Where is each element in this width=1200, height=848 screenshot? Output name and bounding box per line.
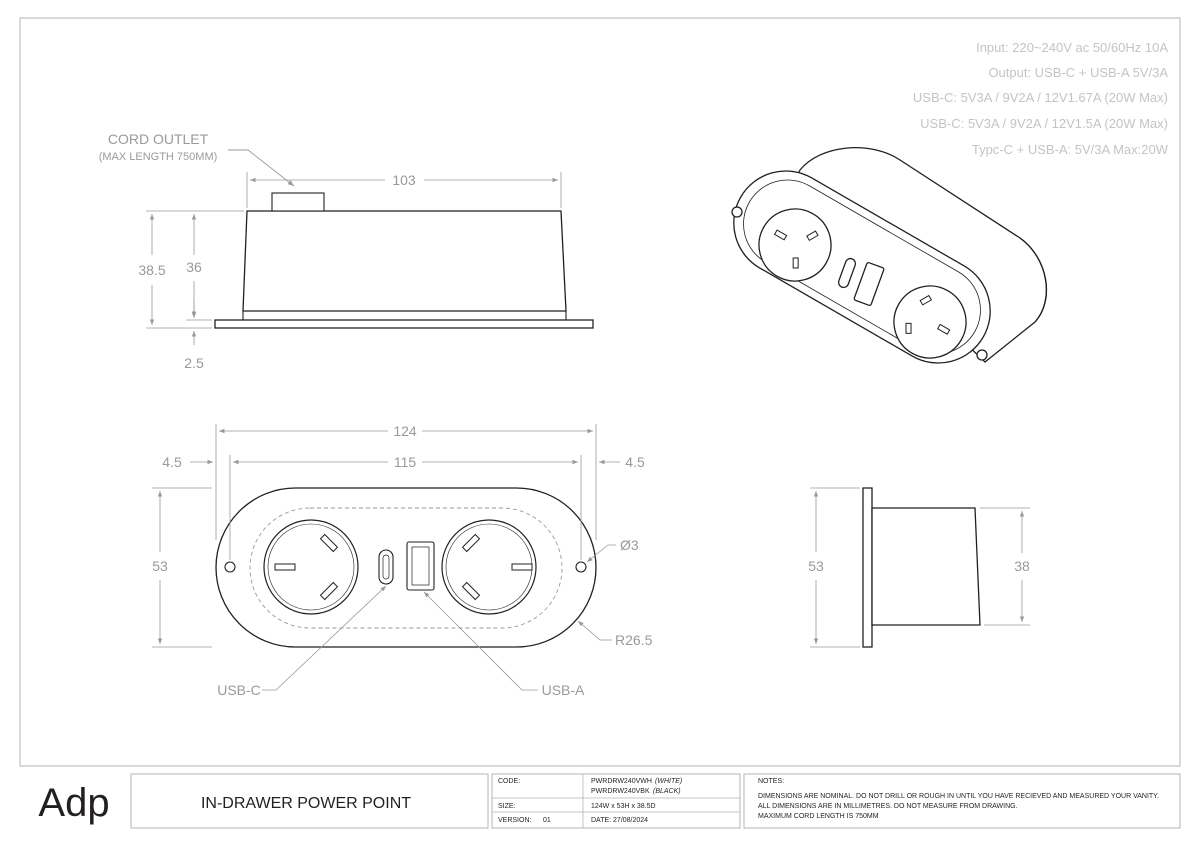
note-3: MAXIMUM CORD LENGTH IS 750MM	[758, 813, 879, 820]
spec-output: Output: USB-C + USB-A 5V/3A	[988, 65, 1168, 80]
size-label: SIZE:	[498, 803, 516, 810]
code-black-note: (BLACK)	[653, 788, 681, 795]
iso-socket-right	[893, 285, 967, 359]
code-black: PWRDRW240VBK	[591, 788, 650, 795]
front-hole-dim: Ø3	[620, 537, 639, 553]
end-height-inner-dim: 38	[1014, 558, 1030, 574]
iso-screw-hole-right	[976, 349, 988, 361]
front-view: 124 115 4.5 4.5 53 Ø3 R26.5 USB-C USB-A	[152, 423, 653, 698]
cord-outlet-note: (MAX LENGTH 750MM)	[99, 151, 218, 163]
note-1: DIMENSIONS ARE NOMINAL. DO NOT DRILL OR …	[758, 793, 1159, 800]
date-value: DATE: 27/08/2024	[591, 817, 648, 824]
cord-outlet-bump	[271, 192, 325, 212]
side-body-outline	[242, 210, 567, 312]
iso-usb-a-port	[853, 262, 885, 306]
info-box	[491, 773, 741, 829]
side-width-dim: 103	[392, 172, 416, 188]
front-screw-hole-right	[575, 561, 587, 573]
title-box	[130, 773, 489, 829]
iso-screw-hole-left	[731, 206, 743, 218]
iso-usb-c-port	[837, 257, 857, 289]
front-left-margin-dim: 4.5	[162, 454, 182, 470]
version-value: 01	[543, 817, 551, 824]
spec-input: Input: 220~240V ac 50/60Hz 10A	[976, 40, 1168, 55]
front-screw-hole-left	[224, 561, 236, 573]
front-body-hidden-outline	[249, 507, 563, 629]
spec-combined: Typc-C + USB-A: 5V/3A Max:20W	[972, 142, 1169, 157]
front-socket-right	[441, 519, 537, 615]
socket-left-earth-pin	[274, 563, 296, 571]
side-view: CORD OUTLET (MAX LENGTH 750MM) 103 38.5 …	[99, 131, 594, 371]
spec-usbc-1: USB-C: 5V3A / 9V2A / 12V1.67A (20W Max)	[913, 90, 1168, 105]
iso-socket-left	[758, 208, 832, 282]
front-radius-dim: R26.5	[615, 632, 653, 648]
notes-label: NOTES:	[758, 778, 784, 785]
isometric-view	[731, 147, 1048, 364]
side-height-inner-dim: 36	[186, 259, 202, 275]
drawing-border	[19, 17, 1181, 767]
code-label: CODE:	[498, 778, 520, 785]
side-flange	[214, 319, 594, 329]
end-view: 53 38	[808, 487, 1030, 648]
title-block: Adp IN-DRAWER POWER POINT CODE: PWRDRW24…	[38, 773, 1181, 829]
end-body	[871, 507, 981, 626]
end-flange	[862, 487, 873, 648]
side-height-outer-dim: 38.5	[138, 262, 165, 278]
front-right-margin-dim: 4.5	[625, 454, 645, 470]
front-inner-width-dim: 115	[394, 454, 417, 470]
front-height-dim: 53	[152, 558, 168, 574]
usb-c-label: USB-C	[217, 682, 261, 698]
usb-a-label: USB-A	[542, 682, 585, 698]
size-value: 124W x 53H x 38.5D	[591, 803, 656, 810]
front-usb-c-port	[378, 549, 394, 585]
drawing-title: IN-DRAWER POWER POINT	[201, 795, 411, 812]
logo: Adp	[38, 781, 109, 825]
socket-right-neutral-pin	[461, 581, 481, 601]
note-2: ALL DIMENSIONS ARE IN MILLIMETRES. DO NO…	[758, 803, 1018, 810]
socket-right-active-pin	[461, 533, 481, 553]
cord-outlet-label: CORD OUTLET	[108, 131, 209, 147]
spec-block: Input: 220~240V ac 50/60Hz 10A Output: U…	[913, 40, 1169, 157]
socket-right-earth-pin	[511, 563, 533, 571]
notes-box	[743, 773, 1181, 829]
version-label: VERSION:	[498, 817, 532, 824]
socket-left-neutral-pin	[319, 581, 339, 601]
front-socket-left	[263, 519, 359, 615]
front-overall-width-dim: 124	[393, 423, 417, 439]
front-usb-a-port	[406, 541, 435, 591]
side-flange-dim: 2.5	[184, 355, 204, 371]
code-white-note: (WHITE)	[655, 778, 682, 785]
end-height-outer-dim: 53	[808, 558, 824, 574]
spec-usbc-2: USB-C: 5V3A / 9V2A / 12V1.5A (20W Max)	[920, 116, 1168, 131]
socket-left-active-pin	[319, 533, 339, 553]
code-white: PWRDRW240VWH	[591, 778, 652, 785]
